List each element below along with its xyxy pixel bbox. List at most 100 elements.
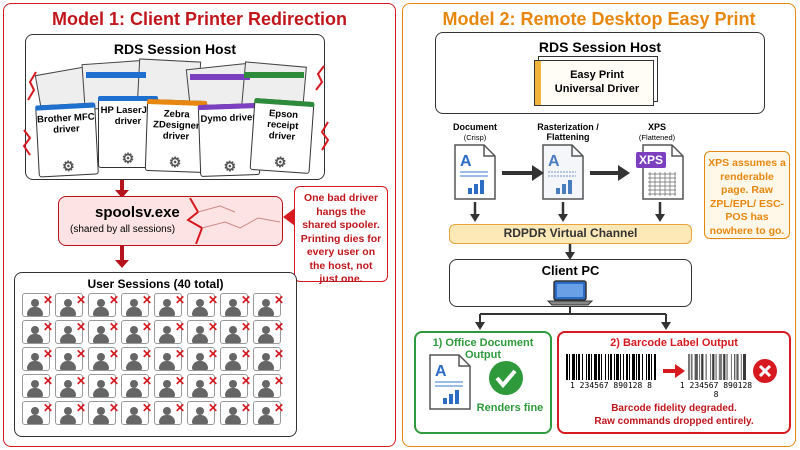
rdpdr-channel: RDPDR Virtual Channel: [449, 224, 692, 244]
user-icon: ✕: [157, 348, 185, 370]
barcode-note-1: Barcode fidelity degraded.: [611, 403, 737, 414]
user-icon: ✕: [256, 321, 284, 343]
model2-host-label: RDS Session Host: [538, 39, 662, 55]
user-icon: ✕: [58, 402, 86, 424]
user-session-tile: ✕: [88, 293, 119, 317]
user-session-tile: ✕: [55, 401, 86, 425]
user-icon: ✕: [124, 294, 152, 316]
user-icon: ✕: [58, 348, 86, 370]
user-icon: ✕: [256, 402, 284, 424]
red-x-icon: ✕: [109, 401, 120, 415]
user-session-tile: ✕: [55, 293, 87, 317]
user-icon: ✕: [190, 321, 218, 343]
user-icon: ✕: [25, 294, 53, 316]
easy-print-driver: Easy Print Universal Driver: [534, 60, 654, 106]
user-session-tile: ✕: [220, 401, 251, 425]
user-session-tile: ✕: [253, 347, 284, 371]
red-x-icon: ✕: [43, 401, 54, 415]
laptop-icon: [546, 280, 594, 306]
model1-panel: [3, 3, 396, 447]
red-x-icon: ✕: [175, 401, 186, 415]
red-x-icon: ✕: [142, 374, 153, 388]
user-icon: ✕: [190, 348, 218, 370]
red-x-icon: ✕: [274, 293, 285, 307]
user-icon: ✕: [157, 402, 185, 424]
user-icon: ✕: [25, 402, 53, 424]
red-x-icon: ✕: [208, 293, 219, 307]
arrows-to-channel: [470, 202, 665, 222]
red-x-icon: ✕: [109, 320, 120, 334]
user-icon: ✕: [256, 348, 284, 370]
user-session-tile: ✕: [55, 347, 86, 371]
red-x-icon: ✕: [175, 320, 186, 334]
stage3-caption: XPS(Flattened): [638, 122, 676, 142]
user-session-tile: ✕: [253, 374, 284, 398]
model2-title: Model 2: Remote Desktop Easy Print: [442, 9, 756, 29]
document-crisp-icon: A: [454, 144, 496, 200]
arrow-channel-to-client: [565, 244, 575, 260]
spooler-callout: One bad driver hangs the shared spooler.…: [294, 186, 388, 285]
red-x-icon: ✕: [274, 374, 285, 388]
user-session-tile: ✕: [253, 293, 284, 317]
red-x-icon: ✕: [241, 401, 252, 415]
stacked-windows: [34, 58, 318, 117]
user-icon: ✕: [256, 375, 284, 397]
user-session-tile: ✕: [121, 374, 152, 398]
user-session-tile: ✕: [187, 401, 218, 425]
red-x-icon: ✕: [76, 374, 87, 388]
user-session-tile: ✕: [22, 401, 53, 425]
user-session-tile: ✕: [88, 401, 120, 425]
user-session-tile: ✕: [154, 320, 186, 344]
user-icon: ✕: [91, 321, 119, 343]
pipeline-arrows: [502, 165, 630, 181]
red-x-icon: ✕: [43, 347, 54, 361]
svg-text:A: A: [435, 363, 447, 380]
user-session-tile: ✕: [220, 320, 251, 344]
red-x-icon: ✕: [208, 401, 219, 415]
model1-host-label: RDS Session Host: [113, 41, 237, 57]
user-session-tile: ✕: [220, 347, 251, 371]
session-grid: ✕✕✕✕✕✕✕✕✕✕✕✕✕✕✕✕✕✕✕✕✕✕✕✕✕✕✕✕✕✕✕✕✕✕✕✕✕✕✕✕: [22, 293, 292, 433]
user-icon: ✕: [190, 375, 218, 397]
red-x-icon: ✕: [109, 347, 120, 361]
user-session-tile: ✕: [55, 374, 86, 398]
barcode-note-2: Raw commands dropped entirely.: [594, 416, 754, 427]
client-pc-label: Client PC: [541, 263, 600, 278]
gear-icon: ⚙: [121, 150, 135, 166]
spooler-name: spoolsv.exe: [95, 204, 180, 221]
user-icon: ✕: [223, 348, 251, 370]
red-x-icon: ✕: [76, 293, 87, 307]
user-session-tile: ✕: [88, 347, 120, 371]
user-icon: ✕: [58, 321, 86, 343]
user-icon: ✕: [223, 375, 251, 397]
user-icon: ✕: [58, 375, 86, 397]
barcode-crisp: [566, 354, 657, 380]
user-icon: ✕: [190, 294, 218, 316]
user-icon: ✕: [124, 321, 152, 343]
barcode-output-title: 2) Barcode Label Output: [610, 337, 738, 349]
user-icon: ✕: [25, 375, 53, 397]
user-session-tile: ✕: [22, 293, 53, 317]
user-icon: ✕: [91, 375, 119, 397]
red-x-icon: ✕: [274, 401, 285, 415]
red-x-icon: ✕: [274, 347, 285, 361]
red-x-icon: ✕: [43, 374, 54, 388]
red-x-icon: ✕: [208, 320, 219, 334]
spooler-box: [58, 196, 283, 246]
user-session-tile: ✕: [22, 320, 54, 344]
checkmark-icon: [489, 361, 523, 395]
red-x-icon: ✕: [142, 320, 153, 334]
barcode-output-box: [557, 331, 791, 434]
user-icon: ✕: [256, 294, 284, 316]
user-icon: ✕: [223, 402, 251, 424]
model2-panel: [402, 3, 796, 447]
red-x-icon: ✕: [175, 347, 186, 361]
office-output-title: 1) Office Document Output: [432, 337, 534, 361]
user-icon: ✕: [124, 375, 152, 397]
user-session-tile: ✕: [187, 293, 218, 317]
red-x-icon: ✕: [43, 320, 54, 334]
user-session-tile: ✕: [121, 347, 152, 371]
user-icon: ✕: [190, 402, 218, 424]
user-session-tile: ✕: [154, 293, 185, 317]
stress-marks: [22, 65, 330, 156]
